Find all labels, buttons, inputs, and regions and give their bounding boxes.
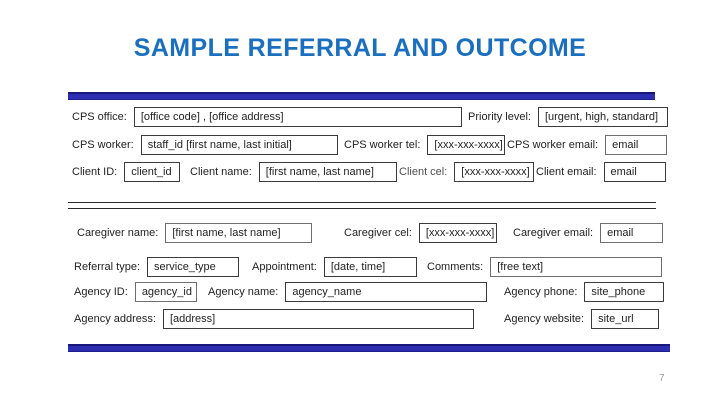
comments-box: [free text]	[490, 256, 663, 277]
field-client-name: Client name: [first name, last name]	[190, 161, 397, 182]
agency-website-box: site_url	[591, 308, 660, 329]
client-cel-label: Client cel:	[399, 165, 448, 178]
field-priority-level: Priority level: [urgent, high, standard]	[468, 106, 668, 127]
field-comments: Comments: [free text]	[427, 256, 663, 277]
field-cps-worker-email: CPS worker email: email	[507, 134, 668, 155]
cps-worker-tel-label: CPS worker tel:	[344, 138, 421, 151]
caregiver-cel-box: [xxx-xxx-xxxx]	[418, 222, 497, 243]
cps-worker-email-box: email	[605, 134, 668, 155]
agency-name-box: agency_name	[285, 281, 488, 302]
caregiver-name-label: Caregiver name:	[77, 226, 159, 239]
client-cel-box: [xxx-xxx-xxxx]	[454, 161, 535, 182]
cps-worker-email-label: CPS worker email:	[507, 138, 599, 151]
field-appointment: Appointment: [date, time]	[252, 256, 417, 277]
client-id-label: Client ID:	[72, 165, 118, 178]
section-divider-lines	[68, 202, 656, 209]
field-caregiver-cel: Caregiver cel: [xxx-xxx-xxxx]	[344, 222, 497, 243]
field-caregiver-name: Caregiver name: [first name, last name]	[77, 222, 313, 243]
referral-type-box: service_type	[147, 256, 240, 277]
page-number: 7	[659, 373, 665, 384]
priority-level-label: Priority level:	[468, 110, 531, 123]
caregiver-email-box: email	[600, 222, 664, 243]
field-agency-address: Agency address: [address]	[74, 308, 474, 329]
client-name-box: [first name, last name]	[258, 161, 397, 182]
cps-office-box: [office code] , [office address]	[133, 106, 462, 127]
agency-phone-label: Agency phone:	[504, 285, 578, 298]
field-client-cel: Client cel: [xxx-xxx-xxxx]	[399, 161, 535, 182]
field-agency-id: Agency ID: agency_id	[74, 281, 197, 302]
agency-address-label: Agency address:	[74, 312, 156, 325]
bottom-divider-bar	[68, 344, 670, 352]
caregiver-cel-label: Caregiver cel:	[344, 226, 412, 239]
field-caregiver-email: Caregiver email: email	[513, 222, 664, 243]
agency-name-label: Agency name:	[208, 285, 279, 298]
field-cps-worker-tel: CPS worker tel: [xxx-xxx-xxxx]	[344, 134, 506, 155]
client-id-box: client_id	[124, 161, 181, 182]
agency-address-box: [address]	[162, 308, 474, 329]
client-name-label: Client name:	[190, 165, 252, 178]
slide-title: SAMPLE REFERRAL AND OUTCOME	[133, 34, 587, 62]
cps-worker-label: CPS worker:	[72, 138, 134, 151]
cps-worker-tel-box: [xxx-xxx-xxxx]	[427, 134, 506, 155]
field-agency-website: Agency website: site_url	[504, 308, 660, 329]
caregiver-email-label: Caregiver email:	[513, 226, 594, 239]
field-cps-worker: CPS worker: staff_id [first name, last i…	[72, 134, 338, 155]
agency-website-label: Agency website:	[504, 312, 585, 325]
cps-worker-box: staff_id [first name, last initial]	[140, 134, 338, 155]
priority-level-box: [urgent, high, standard]	[537, 106, 668, 127]
field-referral-type: Referral type: service_type	[74, 256, 240, 277]
field-cps-office: CPS office: [office code] , [office addr…	[72, 106, 462, 127]
referral-type-label: Referral type:	[74, 260, 141, 273]
top-divider-bar	[68, 92, 655, 100]
field-client-email: Client email: email	[536, 161, 666, 182]
field-agency-name: Agency name: agency_name	[208, 281, 488, 302]
field-agency-phone: Agency phone: site_phone	[504, 281, 665, 302]
client-email-box: email	[603, 161, 666, 182]
agency-id-box: agency_id	[134, 281, 197, 302]
caregiver-name-box: [first name, last name]	[165, 222, 313, 243]
field-client-id: Client ID: client_id	[72, 161, 181, 182]
client-email-label: Client email:	[536, 165, 597, 178]
appointment-box: [date, time]	[323, 256, 417, 277]
appointment-label: Appointment:	[252, 260, 317, 273]
cps-office-label: CPS office:	[72, 110, 127, 123]
comments-label: Comments:	[427, 260, 484, 273]
agency-phone-box: site_phone	[584, 281, 665, 302]
agency-id-label: Agency ID:	[74, 285, 128, 298]
